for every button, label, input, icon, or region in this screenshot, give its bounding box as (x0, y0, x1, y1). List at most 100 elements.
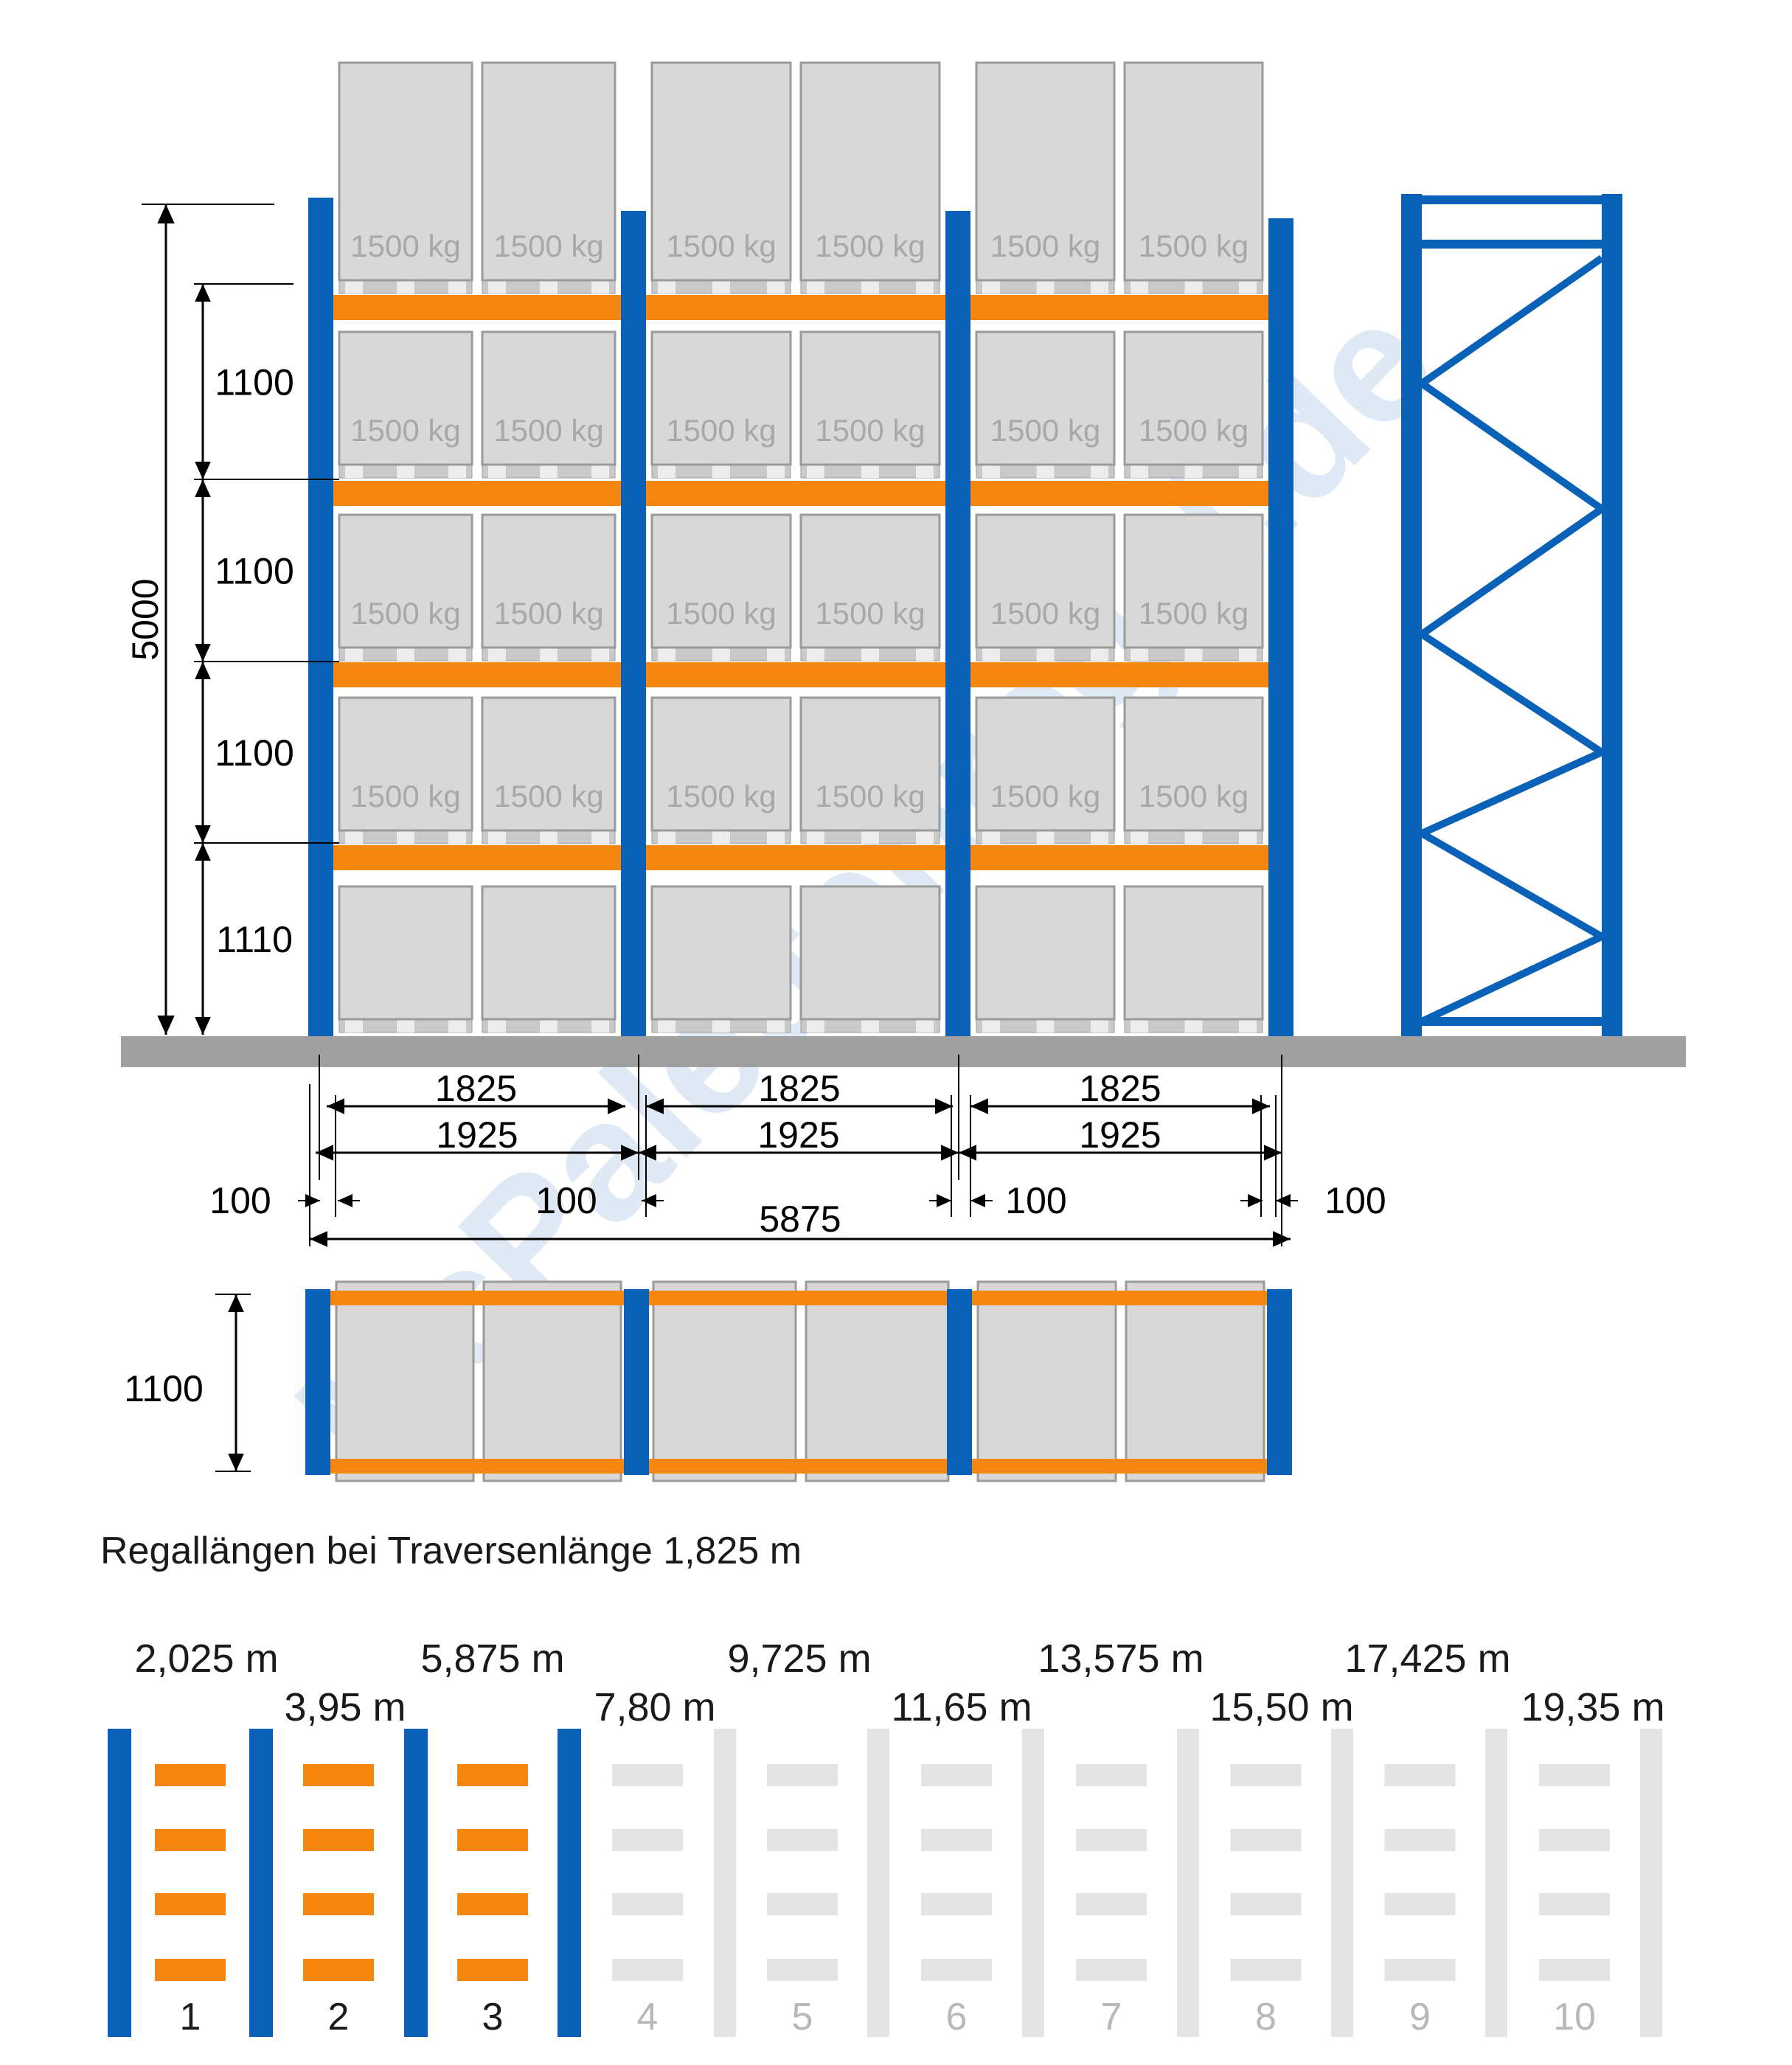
bay-beam (457, 1829, 528, 1851)
pallet-box (481, 513, 617, 649)
bay-number-1: 1 (180, 1996, 201, 2038)
pallet-box (650, 696, 792, 832)
bay-number-3: 3 (482, 1996, 504, 2038)
pallet-foot (1239, 648, 1257, 661)
arrowhead (935, 1098, 953, 1114)
bay-beam (155, 1764, 226, 1786)
bay-beam (1230, 1893, 1302, 1915)
pallet-foot (916, 1019, 934, 1032)
arrowhead (228, 1454, 244, 1471)
pallet-foot (488, 1019, 506, 1032)
load-label: 1500 kg (666, 413, 776, 448)
length-label: 17,425 m (1344, 1637, 1510, 1681)
beam-length-dimension: 1825 (970, 1068, 1270, 1114)
frame-brace (1420, 830, 1604, 940)
level-height-label: 1100 (215, 551, 294, 592)
bay-number-7: 7 (1101, 1996, 1122, 2038)
top-pallet (805, 1280, 950, 1482)
pallet-foot (807, 280, 824, 294)
arrowhead (316, 1145, 333, 1161)
arrowhead (157, 1016, 175, 1035)
load-label: 1500 kg (493, 596, 603, 631)
pallet-foot (658, 830, 676, 844)
pallet-box (338, 61, 473, 282)
arrowhead (195, 825, 211, 843)
pallet-foot (1036, 648, 1055, 661)
pallet-foot (488, 830, 506, 844)
bay-beam (1539, 1959, 1610, 1981)
pallet-foot (448, 280, 466, 294)
pallet: 1500 kg (481, 330, 617, 479)
bay-beam (1230, 1829, 1302, 1851)
pallet-box (1123, 513, 1264, 649)
floor (121, 1036, 1686, 1067)
dimension-label: 5000 (125, 578, 166, 660)
pallet-box (338, 885, 473, 1021)
bay-width-dimension: 1925 (316, 1114, 639, 1161)
dimension-label: 1925 (757, 1114, 839, 1156)
level-height-label: 1100 (215, 732, 294, 774)
pallet-foot (591, 465, 609, 478)
level-height-label: 1110 (216, 919, 293, 960)
bay-beam (612, 1893, 683, 1915)
frame-brace (1420, 631, 1604, 756)
pallet-foot (861, 648, 879, 661)
top-pallet (1125, 1280, 1265, 1482)
pallet: 1500 kg (799, 513, 941, 662)
pallet-foot (712, 1019, 730, 1032)
pallet-foot (591, 1019, 609, 1032)
bay-beam (155, 1893, 226, 1915)
pallet-foot (916, 648, 934, 661)
pallet-foot (712, 648, 730, 661)
arrowhead (959, 1145, 976, 1161)
pallet-foot (345, 280, 363, 294)
load-label: 1500 kg (815, 413, 925, 448)
top-pallet (335, 1280, 475, 1482)
pallet: 1500 kg (1123, 513, 1264, 662)
upright-4 (1268, 218, 1293, 1036)
beam (333, 845, 621, 870)
bay-beam (457, 1764, 528, 1786)
pallet-box (975, 885, 1116, 1021)
pallet-foot (1184, 830, 1203, 844)
pallet-box (650, 885, 792, 1021)
pallet-box (338, 330, 473, 466)
pallet: 1500 kg (799, 696, 941, 844)
bay-number-6: 6 (946, 1996, 968, 2038)
load-label: 1500 kg (1139, 779, 1249, 813)
lengths-caption: Regallängen bei Traversenlänge 1,825 m (100, 1530, 802, 1572)
frame-post-right (1602, 194, 1622, 1036)
pallet-foot (397, 830, 414, 844)
load-label: 1500 kg (1139, 413, 1249, 448)
pallet-foot (488, 465, 506, 478)
pallet-foot (540, 465, 558, 478)
bay-beam (1384, 1764, 1456, 1786)
pallet-foot (982, 648, 1000, 661)
pallet-foot (1184, 1019, 1203, 1032)
pallet-foot (916, 465, 934, 478)
pallet-foot (397, 648, 414, 661)
top-pallet (652, 1280, 797, 1482)
pallet-foot (1239, 465, 1257, 478)
gap-label: 100 (1324, 1180, 1386, 1221)
pallet: 1500 kg (1123, 330, 1264, 479)
bay-beam (1076, 1829, 1147, 1851)
upright-2 (621, 211, 646, 1036)
load-label: 1500 kg (1139, 596, 1249, 631)
bay-beam (303, 1959, 374, 1981)
pallet-foot (767, 830, 785, 844)
top-beam-front (972, 1291, 1267, 1305)
pallet-foot (540, 830, 558, 844)
bay-beam (155, 1959, 226, 1981)
beam (970, 662, 1268, 687)
beam (333, 481, 621, 506)
dimension-label: 5875 (759, 1198, 841, 1240)
load-label: 1500 kg (350, 779, 460, 813)
pallet-foot (591, 280, 609, 294)
pallet-foot (1239, 1019, 1257, 1032)
bay-beam (612, 1764, 683, 1786)
pallet-foot (1184, 465, 1203, 478)
bay-beam (1384, 1829, 1456, 1851)
bay-post (1485, 1729, 1507, 2037)
pallet-box (481, 696, 617, 832)
